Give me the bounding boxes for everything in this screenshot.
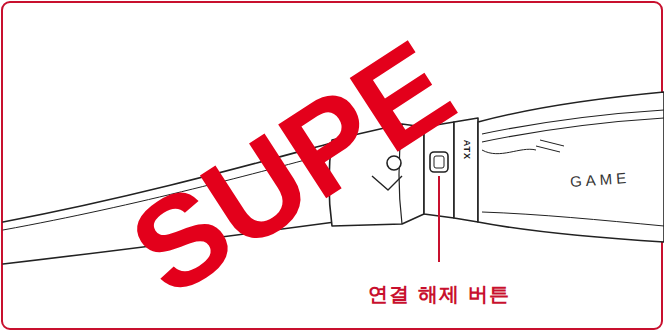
- brand-mark: ATX: [461, 140, 471, 160]
- pouch: [478, 92, 664, 242]
- part-label: 연결 해제 버튼: [368, 283, 510, 305]
- leader-line: [438, 176, 440, 262]
